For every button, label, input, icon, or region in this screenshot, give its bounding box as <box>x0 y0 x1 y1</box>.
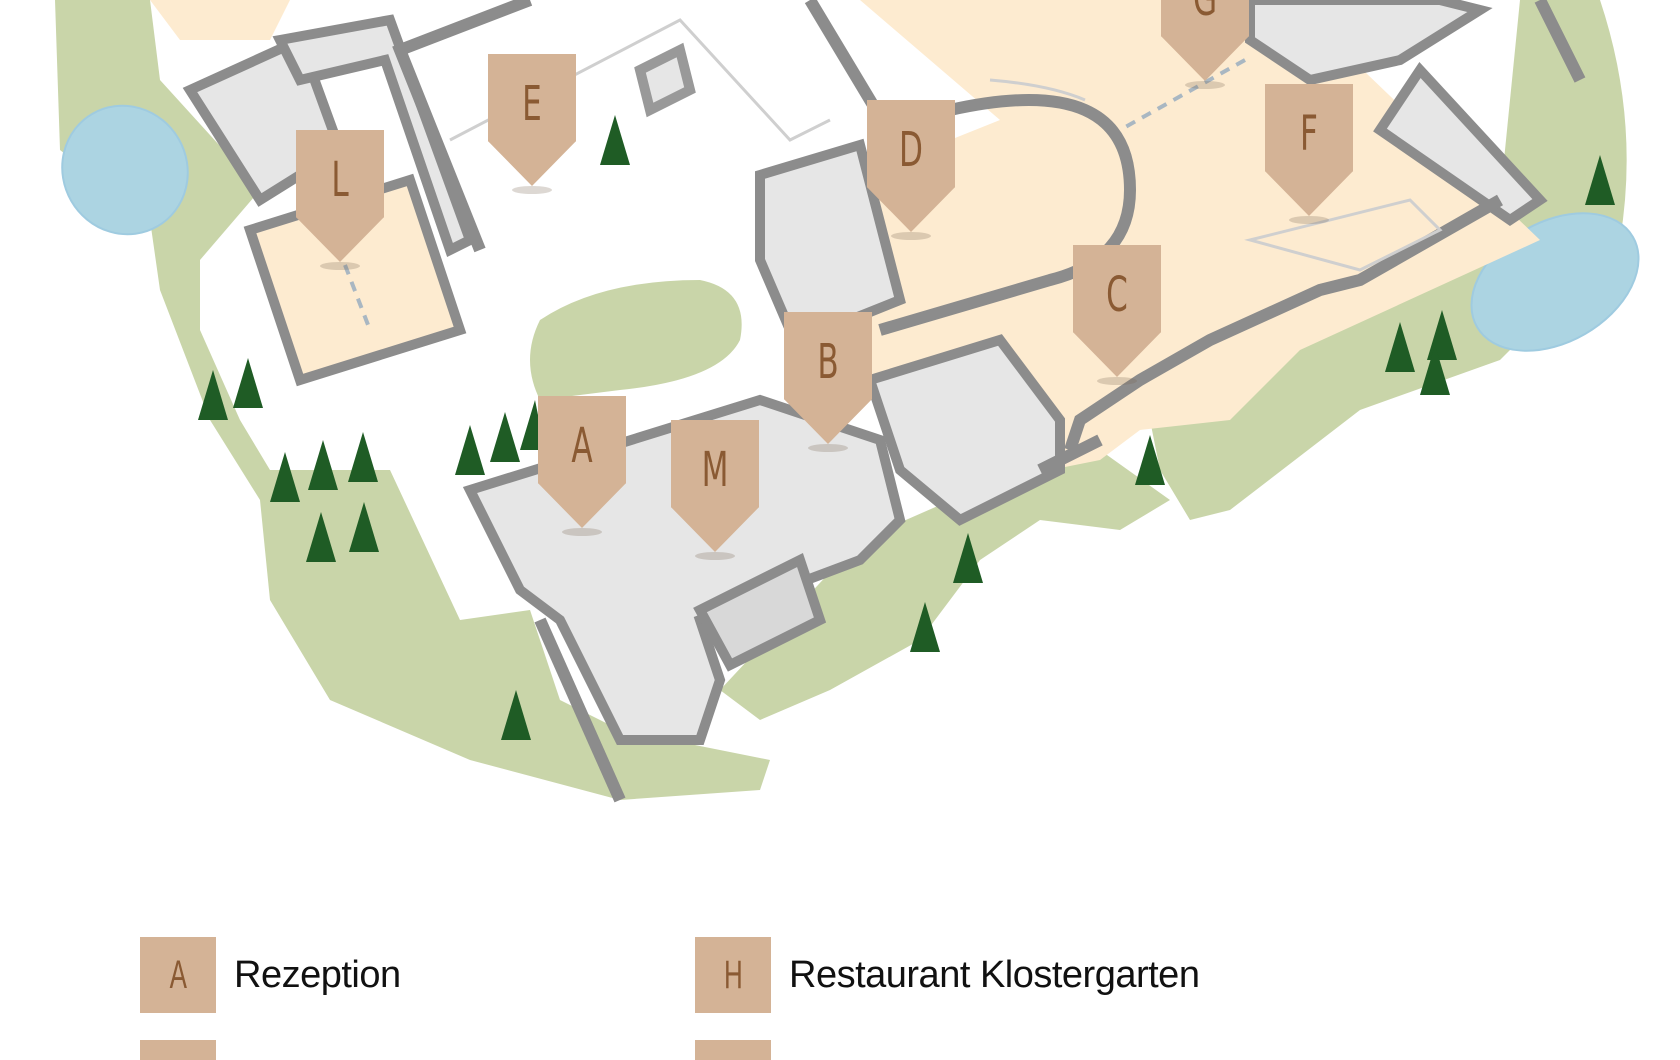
tree-icon <box>1585 155 1615 205</box>
lawn-areas <box>55 0 1627 800</box>
marker-letter: C <box>1106 267 1128 323</box>
legend-badge: H <box>695 937 771 1013</box>
marker-letter: M <box>701 442 729 498</box>
marker-letter: G <box>1173 0 1236 27</box>
marker-letter: A <box>571 418 593 474</box>
marker-d[interactable]: D <box>867 100 955 240</box>
tree-icon <box>455 400 545 475</box>
marker-letter: L <box>331 152 349 208</box>
legend-badge-partial <box>695 1040 771 1060</box>
marker-a[interactable]: A <box>538 396 626 536</box>
legend-badge-partial <box>140 1040 216 1060</box>
marker-g[interactable]: G <box>1161 0 1249 89</box>
tree-icon <box>1385 310 1457 395</box>
legend-letter: A <box>169 952 187 997</box>
marker-letter: D <box>899 122 923 178</box>
marker-e[interactable]: E <box>488 54 576 194</box>
marker-b[interactable]: B <box>784 312 872 452</box>
marker-f[interactable]: F <box>1265 84 1353 224</box>
tree-icon <box>501 690 531 740</box>
walls <box>392 0 1586 803</box>
legend-letter: H <box>723 952 743 997</box>
marker-letter: E <box>522 76 542 132</box>
trees <box>198 115 1615 740</box>
marker-l[interactable]: L <box>296 130 384 270</box>
tree-icon <box>198 358 263 420</box>
tree-icon <box>600 115 630 165</box>
tree-icon <box>953 533 983 583</box>
tree-icon <box>910 602 940 652</box>
dashed-lines <box>343 58 1246 331</box>
pond-left <box>61 104 189 236</box>
marker-letter: B <box>817 334 839 390</box>
legend-item-restaurant[interactable]: H Restaurant Klostergarten <box>695 937 1200 1013</box>
marker-letter: F <box>1300 106 1318 162</box>
tree-icon <box>1135 435 1165 485</box>
tree-icon <box>270 432 378 502</box>
paths <box>449 18 1443 272</box>
tree-icon <box>306 502 379 562</box>
buildings <box>182 0 1548 745</box>
legend-label: Restaurant Klostergarten <box>789 953 1200 996</box>
legend-badge: A <box>140 937 216 1013</box>
marker-m[interactable]: M <box>671 420 759 560</box>
marker-c[interactable]: C <box>1073 245 1161 385</box>
legend-item-rezeption[interactable]: A Rezeption <box>140 937 401 1013</box>
legend-label: Rezeption <box>234 953 401 996</box>
